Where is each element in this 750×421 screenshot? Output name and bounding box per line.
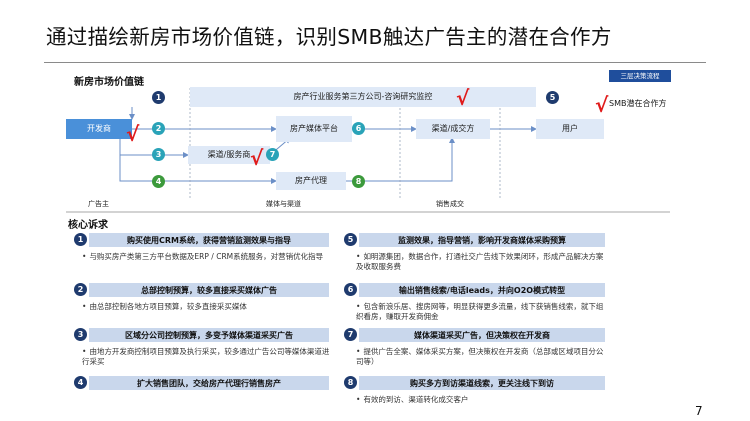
media-platform-box: 房产媒体平台 [276,116,352,142]
step-5-marker: 5 [546,91,559,104]
check-mark-icon: √ [250,146,264,170]
title-divider [44,62,706,63]
core-demands-heading: 核心诉求 [68,220,108,231]
step-7-marker: 7 [266,148,279,161]
demand-3-bar: 区域分公司控制预算，多变予媒体渠道采买广告 [89,328,329,342]
axis-label-advertiser: 广告主 [88,200,109,208]
demand-6-marker: 6 [344,283,357,296]
demand-5-marker: 5 [344,233,357,246]
demand-7-marker: 7 [344,328,357,341]
demand-5-desc: •如明源集团，数据合作，打通社交广告线下效果闭环，形成产品解决方案及收取服务费 [356,252,604,271]
value-chain-heading: 新房市场价值链 [74,77,144,88]
page-title: 通过描绘新房市场价值链，识别SMB触达广告主的潜在合作方 [46,25,612,49]
channel-transaction-box: 渠道/成交方 [416,119,490,139]
user-box: 用户 [536,119,604,139]
page-number: 7 [695,404,703,418]
demand-8-marker: 8 [344,376,357,389]
step-1-marker: 1 [152,91,165,104]
demand-4-bar: 扩大销售团队，交给房产代理行销售房产 [89,376,329,390]
demand-6-desc: •包含新浪乐居、搜房网等，明显获得更多流量，线下获销售线索，就下组织看房，赚取开… [356,302,604,321]
axis-label-media-channel: 媒体与渠道 [266,200,301,208]
check-mark-icon: √ [456,86,470,110]
demand-6-bar: 输出销售线索/电话leads，并向O2O模式转型 [359,283,605,297]
step-6-marker: 6 [352,122,365,135]
step-8-marker: 8 [352,175,365,188]
smb-legend: SMB潜在合作方 [609,99,667,108]
demand-2-bar: 总部控制预算，较多直接采买媒体广告 [89,283,329,297]
third-party-box: 房产行业服务第三方公司-咨询研究监控 [190,87,536,107]
demand-2-desc: •由总部控制各地方项目预算，较多直接采买媒体 [82,302,247,311]
demand-4-marker: 4 [74,376,87,389]
axis-label-sales: 销售成交 [436,200,464,208]
developer-box: 开发商 [66,119,132,139]
step-2-marker: 2 [152,122,165,135]
step-3-marker: 3 [152,148,165,161]
demand-1-desc: •与购买房产类第三方平台数据及ERP / CRM系统服务，对营销优化指导 [82,252,324,261]
demand-2-marker: 2 [74,283,87,296]
demand-8-bar: 购买多方到访渠道线索，更关注线下到访 [359,376,605,390]
check-mark-icon: √ [595,93,609,117]
demand-1-marker: 1 [74,233,87,246]
demand-3-desc: •由地方开发商控制项目预算及执行采买，较多通过广告公司等媒体渠道进行采买 [82,347,330,366]
demand-8-desc: •有效的到访、渠道转化成交客户 [356,395,469,404]
demand-5-bar: 监测效果，指导营销，影响开发商媒体采购预算 [359,233,605,247]
agency-box: 房产代理 [276,172,346,190]
demand-7-bar: 媒体渠道采买广告，但决策权在开发商 [359,328,605,342]
check-mark-icon: √ [126,122,140,146]
channel-service-box: 渠道/服务商 [188,146,270,164]
step-4-marker: 4 [152,175,165,188]
demand-3-marker: 3 [74,328,87,341]
source-tag: 三层决策流程 [609,70,671,82]
demand-7-desc: •提供广告全案、媒体采买方案，但决策权在开发商（总部或区域项目分公司等） [356,347,604,366]
demand-1-bar: 购买使用CRM系统，获得营销监测效果与指导 [89,233,329,247]
